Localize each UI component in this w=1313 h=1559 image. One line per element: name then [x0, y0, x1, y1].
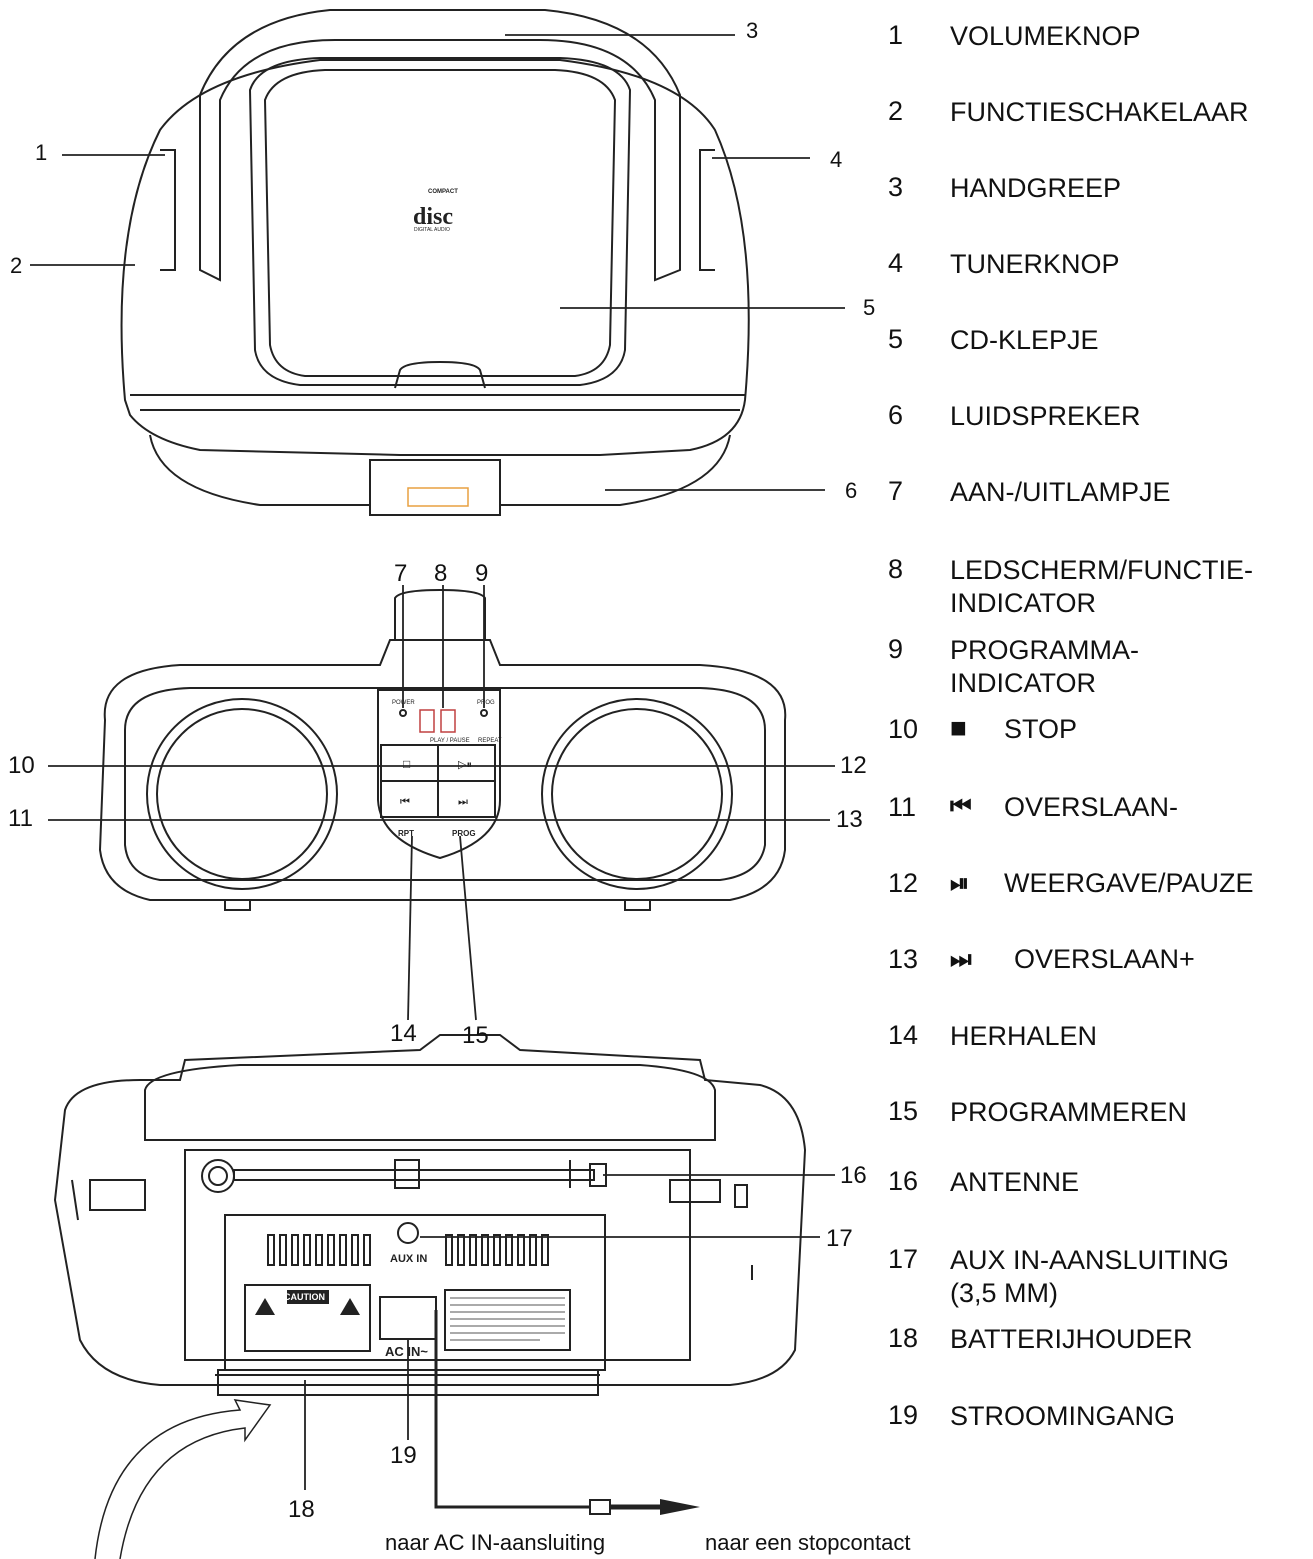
skip-back-button-icon: ⏮ [400, 796, 410, 808]
callout-6: 6 [845, 478, 858, 503]
label-ac-in: AC IN~ [385, 1344, 428, 1359]
cd-lid [248, 57, 632, 386]
callout-17: 17 [826, 1225, 853, 1252]
front-speaker-right [499, 434, 731, 506]
callout-2: 2 [10, 253, 23, 278]
top-view-device [120, 9, 750, 516]
curved-arrow [94, 1399, 272, 1559]
front-speaker-left [149, 434, 371, 506]
cd-logo-main: disc [413, 204, 453, 230]
callout-3: 3 [746, 18, 759, 43]
antenna-rod [233, 1169, 595, 1181]
callout-16: 16 [840, 1162, 867, 1189]
led-display [419, 709, 456, 733]
antenna-base [201, 1159, 235, 1193]
callout-12: 12 [840, 752, 867, 779]
handle [199, 9, 681, 282]
caption-socket: naar een stopcontact [705, 1530, 911, 1555]
stop-button-icon: □ [403, 757, 410, 771]
callout-13: 13 [836, 806, 863, 833]
leader-lines-top [30, 34, 845, 491]
battery-compartment [224, 1214, 606, 1371]
fcc-label [444, 1289, 571, 1351]
caution-text: CAUTION [284, 1292, 325, 1302]
callout-7: 7 [394, 560, 408, 587]
callout-14: 14 [390, 1020, 417, 1047]
cd-logo-top: COMPACT [428, 189, 458, 195]
cd-logo-bottom: DIGITAL AUDIO [414, 227, 450, 233]
callout-15: 15 [462, 1022, 489, 1049]
rpt-button: RPT [398, 829, 414, 838]
callout-10: 10 [8, 752, 35, 779]
callout-11: 11 [8, 805, 33, 832]
power-cord [434, 1310, 590, 1509]
front-view-device [98, 588, 787, 911]
label-play-pause: PLAY / PAUSE [430, 738, 470, 744]
callout-9: 9 [475, 560, 489, 587]
leader-lines-back [304, 1174, 835, 1490]
caption-ac-in: naar AC IN-aansluiting [385, 1530, 606, 1555]
caution-label [244, 1284, 371, 1352]
play-pause-button-icon: ▷⏸ [458, 759, 472, 771]
leader-lines-front [48, 585, 835, 1021]
label-aux-in: AUX IN [390, 1253, 427, 1265]
callout-18: 18 [288, 1496, 315, 1523]
callout-19: 19 [390, 1442, 417, 1469]
prog-button: PROG [452, 829, 476, 838]
plug-arrow [660, 1499, 700, 1515]
callout-5: 5 [863, 295, 876, 320]
vent-left [267, 1234, 371, 1266]
callout-8: 8 [434, 560, 448, 587]
label-prog: PROG [477, 700, 495, 706]
prog-led [480, 709, 488, 717]
control-panel [377, 689, 501, 860]
power-led [399, 709, 407, 717]
front-display [407, 487, 469, 507]
callout-1: 1 [35, 140, 48, 165]
ac-in-socket [379, 1296, 437, 1340]
speaker-left [146, 698, 338, 890]
skip-forward-button-icon: ⏭ [458, 796, 468, 808]
aux-in-jack [397, 1222, 419, 1244]
back-view-device [53, 1034, 807, 1396]
callout-4: 4 [830, 147, 843, 172]
vent-right [445, 1234, 549, 1266]
label-repeat: REPEAT [478, 738, 502, 744]
speaker-right [541, 698, 733, 890]
